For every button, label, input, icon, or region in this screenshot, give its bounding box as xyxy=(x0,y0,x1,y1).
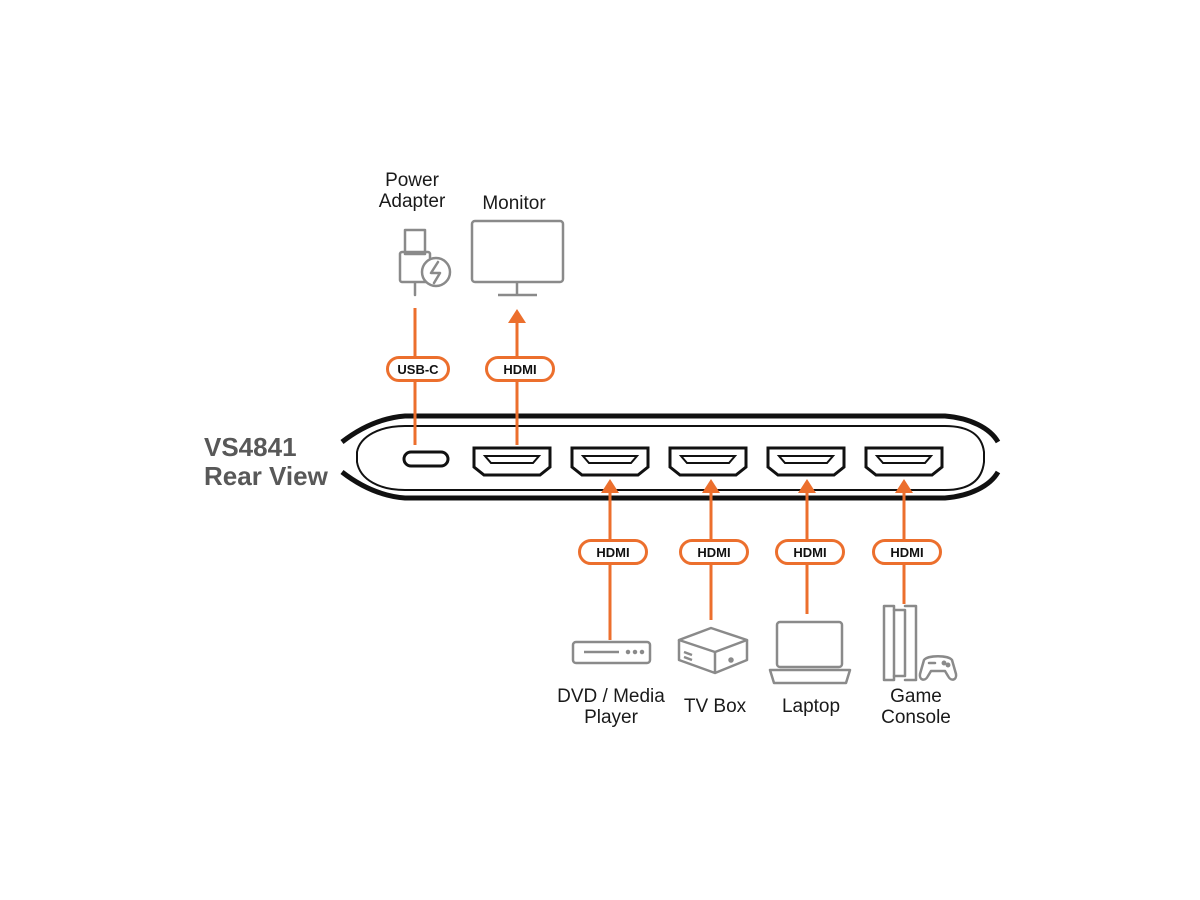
device-label-line: Game xyxy=(890,686,942,707)
hdmi-cable-monitor xyxy=(508,309,526,445)
cable-label-usb-c: USB-C xyxy=(386,356,450,382)
device-label-laptop: Laptop xyxy=(756,696,866,717)
device-label-line: Console xyxy=(881,707,951,728)
tv-box-icon xyxy=(677,626,749,675)
device-label-tv-box: TV Box xyxy=(660,696,770,717)
hdmi-out-port xyxy=(472,446,552,477)
laptop-icon xyxy=(768,620,852,685)
model-name: VS4841 xyxy=(204,432,297,462)
hdmi-in-port-3 xyxy=(766,446,846,477)
device-label-line: Laptop xyxy=(781,696,841,717)
usb-c-port xyxy=(402,450,450,468)
cable-label-hdmi-monitor: HDMI xyxy=(485,356,555,382)
device-label-monitor: Monitor xyxy=(464,193,564,214)
cable-label-hdmi-game-console: HDMI xyxy=(872,539,942,565)
device-label-line: Power xyxy=(385,170,439,191)
view-name: Rear View xyxy=(204,461,328,491)
device-label-media-player: DVD / Media Player xyxy=(546,686,676,728)
hdmi-cable-media-player xyxy=(601,479,619,640)
game-console-icon xyxy=(882,604,958,682)
device-label-line: Adapter xyxy=(378,191,446,212)
device-label-line: TV Box xyxy=(683,696,747,717)
cable-label-hdmi-media-player: HDMI xyxy=(578,539,648,565)
device-label-line: Player xyxy=(584,707,638,728)
ports xyxy=(402,446,944,477)
cable-label-hdmi-tv-box: HDMI xyxy=(679,539,749,565)
cable-label-hdmi-laptop: HDMI xyxy=(775,539,845,565)
power-adapter-icon xyxy=(398,228,452,297)
hdmi-in-port-2 xyxy=(668,446,748,477)
device-label-game-console: Game Console xyxy=(861,686,971,728)
monitor-icon xyxy=(470,219,565,297)
hdmi-in-port-1 xyxy=(570,446,650,477)
device-label-power-adapter: Power Adapter xyxy=(362,170,462,212)
device-label-line: Monitor xyxy=(482,193,546,214)
hdmi-in-port-4 xyxy=(864,446,944,477)
media-player-icon xyxy=(571,640,652,665)
device-label-line: DVD / Media xyxy=(557,686,665,707)
